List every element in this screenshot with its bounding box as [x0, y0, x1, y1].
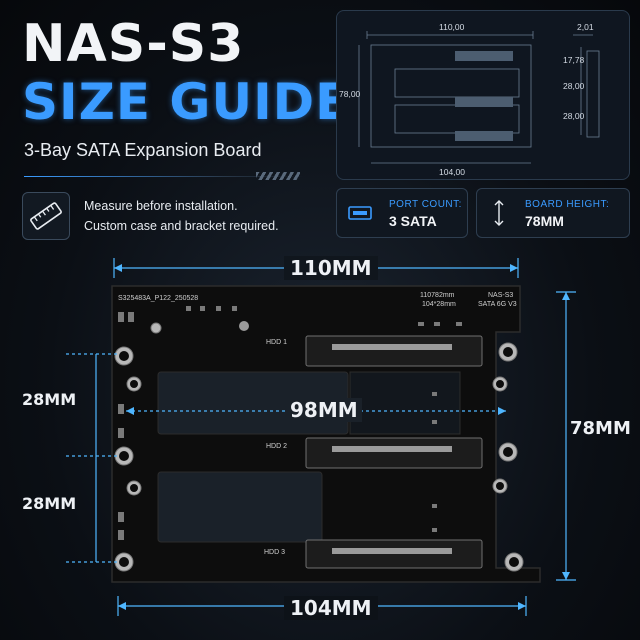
subtitle: 3-Bay SATA Expansion Board: [24, 140, 262, 160]
note-line-1: Measure before installation.: [84, 199, 238, 213]
title-size-guide: SIZE GUIDE: [22, 73, 351, 131]
height-arrow-icon: [494, 200, 504, 226]
board-height-value: 78MM: [525, 213, 564, 229]
mount-hole: [150, 322, 162, 334]
dim-label-right: 78MM: [570, 418, 631, 439]
schematic-dim-right-top: 2,01: [577, 22, 594, 32]
port-count-label: PORT COUNT:: [389, 199, 462, 210]
hdd1-label: HDD 1: [266, 339, 287, 346]
board-height-label: BOARD HEIGHT:: [525, 199, 610, 210]
schematic-dim-right-3: 28,00: [563, 111, 585, 121]
dim-label-left-upper: 28MM: [22, 390, 77, 409]
board-size-text-1: 110782mm: [420, 292, 455, 299]
schematic-drawing: 110,00 78,00 104,00 2,01 17,78 28,00 28,…: [336, 10, 630, 180]
spec-board-height: BOARD HEIGHT: 78MM: [476, 188, 630, 238]
sata-connector-1: [305, 335, 483, 367]
board-model: NAS-S3: [488, 292, 513, 299]
schematic-dim-right-1: 17,78: [563, 55, 585, 65]
decorative-line: [24, 176, 304, 177]
installation-note: Measure before installation. Custom case…: [84, 196, 279, 236]
board-code: S325483A_P122_250528: [118, 295, 198, 302]
port-count-value: 3 SATA: [389, 213, 437, 229]
hdd3-label: HDD 3: [264, 549, 285, 556]
schematic-dim-left: 78,00: [339, 89, 361, 99]
dim-label-top: 110MM: [284, 256, 378, 280]
schematic-dim-top: 110,00: [439, 22, 465, 32]
board-model-sub: SATA 6G V3: [478, 301, 517, 308]
ruler-icon: [22, 192, 70, 240]
schematic-dim-right-2: 28,00: [563, 81, 585, 91]
title-model: NAS-S3: [22, 14, 245, 74]
decorative-stripes: [256, 172, 300, 180]
note-line-2: Custom case and bracket required.: [84, 219, 279, 233]
hdd2-label: HDD 2: [266, 443, 287, 450]
dim-label-bottom: 104MM: [284, 596, 378, 620]
schematic-dim-bottom: 104,00: [439, 167, 465, 177]
board-cutout-lower: [157, 471, 323, 543]
spec-port-count: PORT COUNT: 3 SATA: [336, 188, 468, 238]
sata-port-icon: [348, 206, 372, 220]
dim-label-center: 98MM: [286, 398, 362, 422]
board-size-text-2: 104*28mm: [422, 301, 456, 308]
sata-connector-2: [305, 437, 483, 469]
dim-label-left-lower: 28MM: [22, 494, 77, 513]
board-cutout-upper-right: [349, 371, 461, 435]
